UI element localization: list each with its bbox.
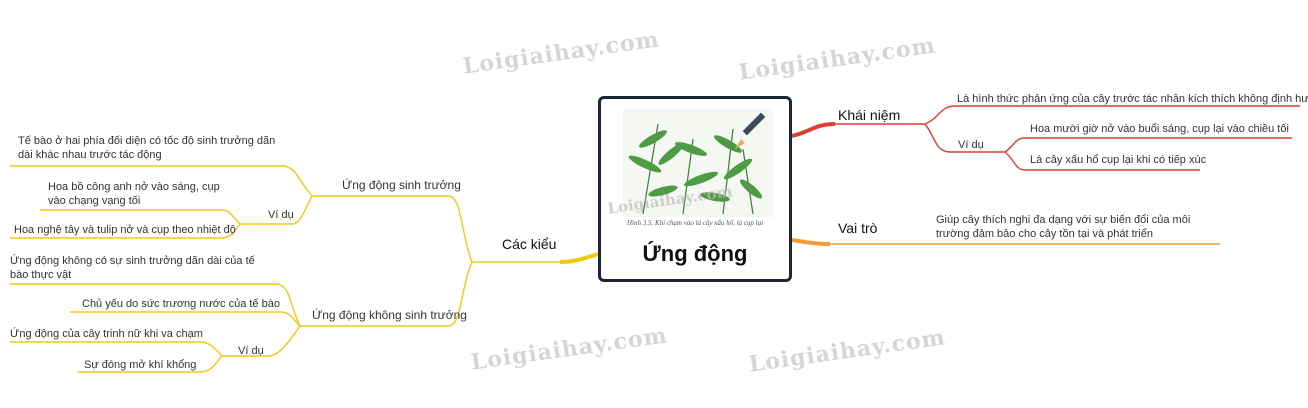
sinh-truong-example-2[interactable]: Hoa nghệ tây và tulip nở và cụp theo nhi…	[14, 224, 236, 236]
ung-dong-khong-sinh-truong-node[interactable]: Ứng động không sinh trưởng	[312, 308, 467, 322]
sinh-truong-definition[interactable]: Tế bào ở hai phía đối diện có tốc độ sin…	[18, 135, 276, 161]
khong-sinh-truong-definition[interactable]: Ứng động không có sự sinh trưởng dãn dài…	[10, 255, 255, 281]
sinh-truong-vi-du[interactable]: Ví dụ	[268, 209, 294, 221]
khai-niem-example-2[interactable]: Lá cây xấu hổ cụp lại khi có tiếp xúc	[1030, 154, 1207, 166]
khai-niem-definition[interactable]: Là hình thức phản ứng của cây trước tác …	[957, 93, 1308, 105]
khai-niem-connectors	[791, 105, 1300, 171]
vai-tro-node[interactable]: Vai trò	[838, 220, 878, 236]
center-title: Ứng động	[642, 241, 748, 266]
vai-tro-connectors	[791, 238, 1220, 246]
khong-sinh-truong-example-2[interactable]: Sự đóng mở khí khổng	[84, 359, 197, 371]
cac-kieu-connectors	[10, 165, 599, 373]
khai-niem-vi-du[interactable]: Ví dụ	[958, 139, 984, 151]
khong-sinh-truong-vi-du[interactable]: Ví dụ	[238, 345, 264, 357]
figure-caption: Hình 3.5. Khi chạm vào lá cây xấu hổ, lá…	[626, 219, 764, 227]
vai-tro-text[interactable]: Giúp cây thích nghi đa dạng với sự biến …	[936, 214, 1191, 240]
cac-kieu-node[interactable]: Các kiểu	[502, 236, 557, 252]
khong-sinh-truong-example-1[interactable]: Ứng động của cây trinh nữ khi va chạm	[10, 328, 203, 340]
sinh-truong-example-1[interactable]: Hoa bồ công anh nở vào sáng, cụp vào chạ…	[48, 181, 220, 207]
khai-niem-node[interactable]: Khái niệm	[838, 107, 901, 123]
center-node[interactable]: Loigiaihay.com Hình 3.5. Khi chạm vào lá…	[598, 96, 792, 282]
mimosa-plant-illustration	[623, 109, 773, 217]
khai-niem-example-1[interactable]: Hoa mười giờ nở vào buổi sáng, cụp lại v…	[1030, 123, 1289, 135]
khong-sinh-truong-cause[interactable]: Chủ yếu do sức trương nước của tế bào	[82, 298, 280, 310]
ung-dong-sinh-truong-node[interactable]: Ứng động sinh trưởng	[342, 178, 461, 192]
